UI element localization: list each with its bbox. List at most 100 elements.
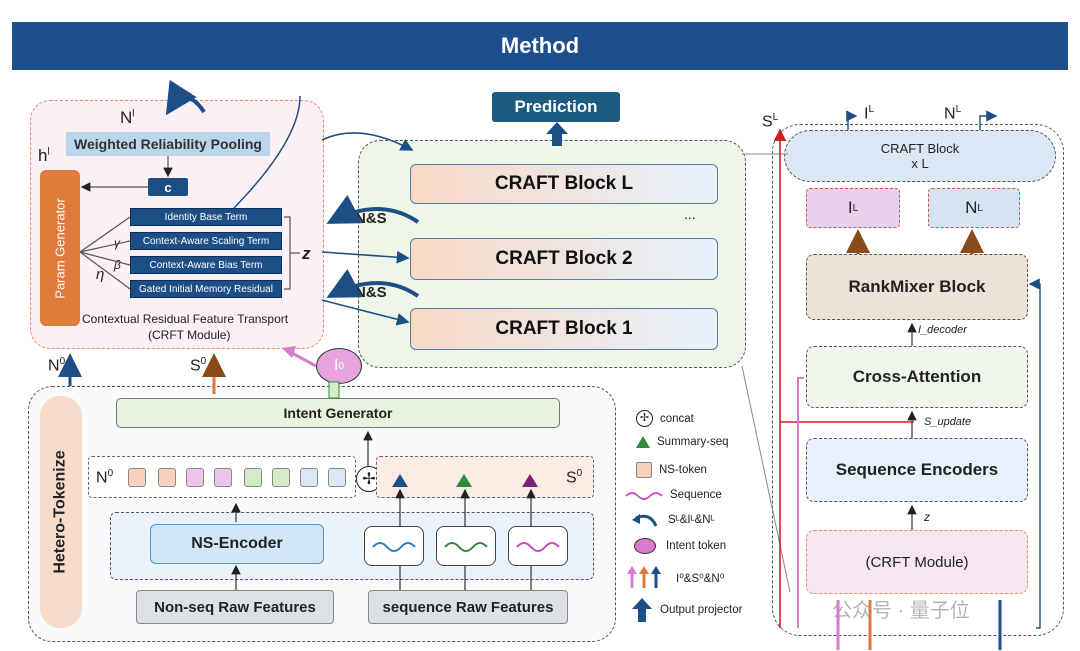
bias-term-label: Context-Aware Bias Term	[149, 259, 263, 271]
hetero-tokenize-label-box: Hetero-Tokenize	[40, 396, 82, 628]
summary-seq-triangle	[456, 474, 472, 487]
legend-isn0: I⁰&S⁰&N⁰	[624, 566, 724, 590]
legend-sin: Sᴸ&Iᴸ&Nᴸ	[630, 510, 715, 530]
cross-attention-label: Cross-Attention	[852, 367, 982, 386]
title-banner: Method	[12, 22, 1068, 70]
legend-sin-label: Sᴸ&Iᴸ&Nᴸ	[668, 514, 715, 526]
c-label: c	[164, 179, 172, 195]
legend-summary-label: Summary-seq	[657, 436, 729, 448]
sequence-wave-icon	[372, 542, 416, 552]
s-l-label: SL	[762, 112, 778, 131]
curved-arrow-legend-icon	[632, 514, 658, 527]
title: Method	[500, 33, 580, 58]
n0-row-label: N0	[96, 468, 113, 487]
s-l-text: S	[762, 113, 773, 131]
i-l-text: I	[864, 105, 869, 123]
crft-caption-line1: Contextual Residual Feature Transport	[82, 312, 289, 326]
param-generator: Param Generator	[40, 170, 80, 326]
n-l-label: Nl	[120, 108, 135, 128]
s0-top-text: S	[190, 357, 201, 375]
c-box: c	[148, 178, 188, 196]
summary-seq-triangle	[392, 474, 408, 487]
scaling-term-label: Context-Aware Scaling Term	[142, 235, 270, 247]
legend-output-label: Output projector	[660, 604, 743, 616]
legend-sequence-label: Sequence	[670, 489, 722, 501]
i0-text: I	[333, 357, 339, 374]
legend-nstoken: NS-token	[636, 462, 707, 478]
xl-label: x L	[911, 156, 929, 171]
legend-isn0-label: I⁰&S⁰&N⁰	[676, 573, 725, 585]
legend-nstoken-label: NS-token	[659, 464, 707, 476]
seqraw-label: sequence Raw Features	[382, 598, 554, 616]
craft-block-xl: CRAFT Block x L	[784, 130, 1056, 182]
ns-token	[186, 468, 204, 487]
sequence-raw-features: sequence Raw Features	[368, 590, 568, 624]
s-update-label: S_update	[924, 416, 972, 428]
i-l-sup: L	[868, 104, 875, 115]
i-decoder-label: I_decoder	[918, 324, 967, 336]
z-right-label: z	[924, 510, 930, 524]
n0-row-text: N	[96, 469, 108, 487]
tri-arrow-legend-icon	[627, 566, 661, 588]
n-l-right-label: NL	[944, 104, 961, 123]
gamma-symbol: γ	[114, 236, 120, 250]
n-l-sup: l	[132, 108, 135, 120]
blocks-ellipsis: ...	[684, 206, 696, 222]
rankmixer-block: RankMixer Block	[806, 254, 1028, 320]
legend-output: Output projector	[632, 598, 742, 622]
summary-seq-triangle	[522, 474, 538, 487]
identity-base-term-label: Identity Base Term	[164, 211, 248, 223]
prediction-box: Prediction	[492, 92, 620, 122]
craft-block-l-label: CRAFT Block L	[494, 173, 634, 194]
n0-top-text: N	[48, 357, 60, 375]
nl-box-text: N	[965, 198, 978, 217]
legend-summary: Summary-seq	[636, 436, 729, 448]
ns-token	[214, 468, 232, 487]
non-seq-label: Non-seq Raw Features	[154, 598, 316, 616]
legend-intent: Intent token	[634, 538, 726, 554]
ns-token	[300, 468, 318, 487]
context-aware-scaling-term: Context-Aware Scaling Term	[130, 232, 282, 250]
output-projector-legend-icon	[632, 598, 652, 622]
triangle-legend-icon	[636, 436, 650, 448]
craft-block-2-label: CRAFT Block 2	[495, 248, 633, 269]
ns-token-legend-icon	[636, 462, 652, 478]
identity-base-term: Identity Base Term	[130, 208, 282, 226]
ns-token	[128, 468, 146, 487]
craft-block-l: CRAFT Block L	[410, 164, 718, 204]
rankmixer-label: RankMixer Block	[848, 277, 986, 296]
craft-block-2: CRAFT Block 2	[410, 238, 718, 280]
craft-block-xl-label: CRAFT Block	[880, 141, 960, 156]
ns-token	[244, 468, 262, 487]
h-l-text: h	[38, 146, 48, 165]
z-symbol-crft: z	[302, 244, 311, 263]
il-box-sup: L	[852, 202, 859, 214]
context-aware-bias-term: Context-Aware Bias Term	[130, 256, 282, 274]
sequence-wave-icon	[516, 542, 560, 552]
sequence-legend-icon	[625, 492, 663, 500]
gated-initial-memory-residual: Gated Initial Memory Residual	[130, 280, 282, 298]
n-l-text: N	[120, 108, 133, 127]
crft-module-label: (CRFT Module)	[865, 553, 969, 571]
ns-token	[158, 468, 176, 487]
sequence-encoder-green	[436, 526, 496, 566]
i0-sup: 0	[338, 360, 344, 372]
sequence-encoder-blue	[364, 526, 424, 566]
legend-concat: ✢concat	[636, 410, 694, 427]
ns-encoder-box: NS-Encoder	[150, 524, 324, 564]
cross-attention-block: Cross-Attention	[806, 346, 1028, 408]
sequence-encoders-label: Sequence Encoders	[835, 460, 999, 479]
craft-block-1: CRAFT Block 1	[410, 308, 718, 350]
s0-row-label: S0	[566, 468, 582, 487]
ns-token	[272, 468, 290, 487]
watermark: 公众号 · 量子位	[832, 600, 970, 622]
h-l-sup: l	[47, 146, 50, 158]
crft-module-block: (CRFT Module)	[806, 530, 1028, 594]
legend-sequence: Sequence	[624, 488, 722, 502]
n-l-right-text: N	[944, 105, 956, 123]
sequence-encoders-block: Sequence Encoders	[806, 438, 1028, 502]
